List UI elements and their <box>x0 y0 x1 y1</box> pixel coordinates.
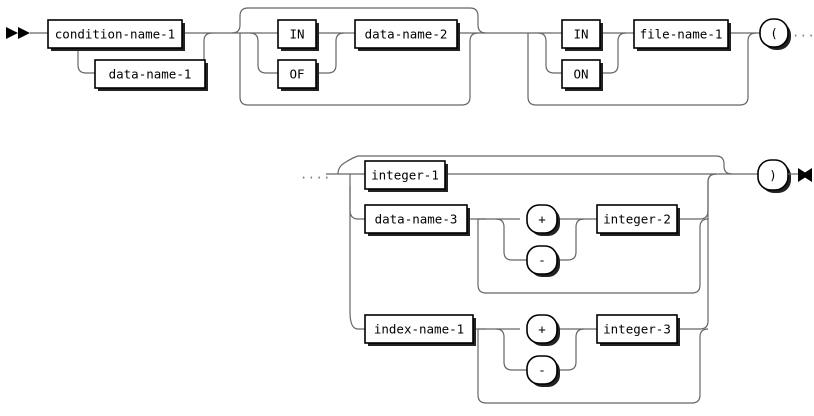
node-label: + <box>538 322 546 337</box>
continuation-left-row2: .... <box>300 168 331 182</box>
node-label: index-name-1 <box>374 322 464 337</box>
node-in-2[interactable]: IN <box>561 19 603 51</box>
node-plus-1[interactable]: + <box>526 204 560 236</box>
node-plus-2[interactable]: + <box>526 314 560 346</box>
node-right-paren[interactable]: ) <box>757 159 791 193</box>
node-label: ) <box>769 168 777 183</box>
node-left-paren[interactable]: ( <box>759 18 791 50</box>
node-in-1[interactable]: IN <box>277 19 319 51</box>
end-marker-icon <box>798 168 812 182</box>
node-on-1[interactable]: ON <box>561 59 603 91</box>
node-minus-2[interactable]: - <box>526 355 560 387</box>
node-label: integer-3 <box>603 322 671 337</box>
node-label: + <box>538 212 546 227</box>
node-data-name-3[interactable]: data-name-3 <box>364 204 470 236</box>
node-label: integer-1 <box>371 168 439 183</box>
node-label: - <box>538 253 546 268</box>
node-condition-name-1[interactable]: condition-name-1 <box>47 19 185 51</box>
node-of-1[interactable]: OF <box>277 59 319 91</box>
node-integer-1[interactable]: integer-1 <box>364 160 448 192</box>
node-label: - <box>538 363 546 378</box>
node-label: data-name-3 <box>375 212 458 227</box>
node-integer-3[interactable]: integer-3 <box>596 314 680 346</box>
node-label: OF <box>289 67 304 82</box>
node-label: data-name-1 <box>109 67 192 82</box>
row2-rails <box>326 155 758 404</box>
continuation-right-row1: .... <box>792 26 814 40</box>
node-label: ON <box>573 67 588 82</box>
node-index-name-1[interactable]: index-name-1 <box>364 314 476 346</box>
node-integer-2[interactable]: integer-2 <box>596 204 680 236</box>
node-label: integer-2 <box>603 212 671 227</box>
row1-rails <box>30 7 760 106</box>
node-file-name-1[interactable]: file-name-1 <box>633 19 731 51</box>
node-label: file-name-1 <box>640 27 723 42</box>
node-label: ( <box>770 26 778 41</box>
node-minus-1[interactable]: - <box>526 245 560 277</box>
node-label: IN <box>573 27 588 42</box>
node-label: IN <box>289 27 304 42</box>
node-label: data-name-2 <box>365 27 448 42</box>
start-marker-icon <box>6 27 30 39</box>
node-label: condition-name-1 <box>55 27 175 42</box>
node-data-name-2[interactable]: data-name-2 <box>354 19 460 51</box>
node-data-name-1[interactable]: data-name-1 <box>94 59 208 91</box>
